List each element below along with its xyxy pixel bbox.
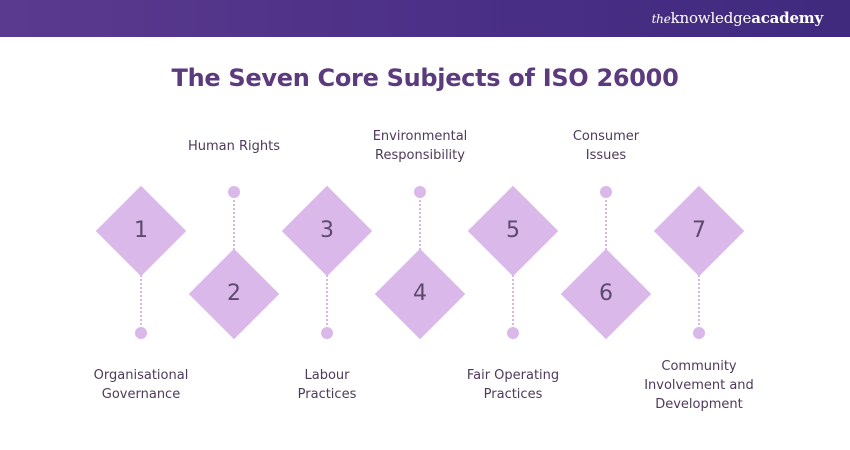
subject-number: 4 xyxy=(413,281,427,306)
connector-line xyxy=(698,231,700,333)
subject-number: 5 xyxy=(506,218,520,243)
subject-label: Organisational Governance xyxy=(93,368,189,402)
subject-label: Labour Practices xyxy=(297,368,357,402)
brand-logo[interactable]: theknowledgeacademy xyxy=(651,9,824,27)
subject-label: Human Rights xyxy=(187,139,281,154)
connector-line xyxy=(233,192,235,294)
subject-number: 7 xyxy=(692,218,706,243)
connector-dot xyxy=(507,327,519,339)
connector-line xyxy=(512,231,514,333)
subject-label: Environmental Responsibility xyxy=(372,129,468,163)
subject-number: 1 xyxy=(134,218,148,243)
subject-number: 2 xyxy=(227,281,241,306)
connector-dot xyxy=(414,186,426,198)
subject-label: Fair Operating Practices xyxy=(466,368,560,402)
connector-dot xyxy=(321,327,333,339)
page-title: The Seven Core Subjects of ISO 26000 xyxy=(171,64,679,92)
subject-label: Community Involvement and Development xyxy=(644,359,754,412)
connector-line xyxy=(140,231,142,333)
connector-line xyxy=(419,192,421,294)
connector-dot xyxy=(135,327,147,339)
subject-number: 3 xyxy=(320,218,334,243)
connector-dot xyxy=(600,186,612,198)
connector-line xyxy=(605,192,607,294)
subject-label: Consumer Issues xyxy=(572,129,640,163)
connector-dot xyxy=(693,327,705,339)
header-bar: theknowledgeacademy xyxy=(0,0,850,37)
brand-name: knowledge xyxy=(670,9,752,27)
brand-prefix: the xyxy=(651,12,671,26)
connector-dot xyxy=(228,186,240,198)
brand-strong: academy xyxy=(751,9,823,27)
connector-line xyxy=(326,231,328,333)
subject-number: 6 xyxy=(599,281,613,306)
